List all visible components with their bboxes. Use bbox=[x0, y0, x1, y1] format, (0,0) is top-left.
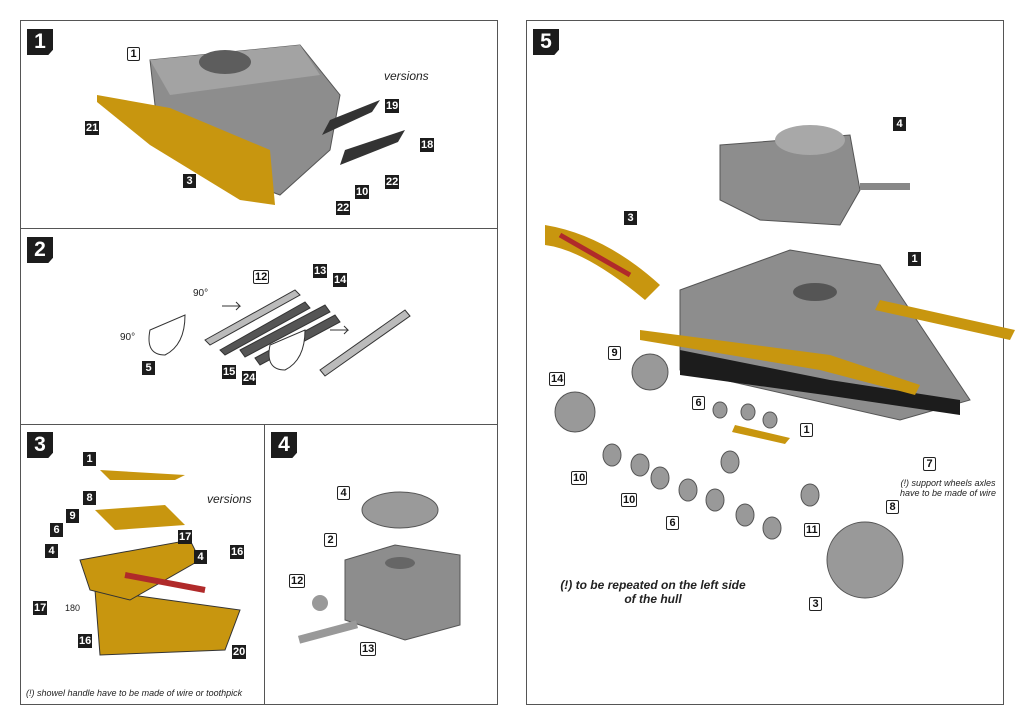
part-number-label: 8 bbox=[886, 500, 899, 514]
angle-label: 90° bbox=[120, 332, 136, 343]
part-number-label: 10 bbox=[621, 493, 638, 507]
part-number-label: 14 bbox=[549, 372, 566, 386]
part-number-label: 6 bbox=[666, 516, 679, 530]
versions-note-step1: versions bbox=[384, 69, 429, 83]
angle-label: 90° bbox=[193, 288, 209, 299]
panel-step-2 bbox=[20, 228, 498, 425]
part-number-label: 6 bbox=[50, 523, 63, 537]
part-number-label: 6 bbox=[692, 396, 705, 410]
part-number-label: 12 bbox=[289, 574, 306, 588]
repeat-note-line1: (!) to be repeated on the left side bbox=[560, 578, 746, 592]
part-number-label: 17 bbox=[33, 601, 48, 615]
part-number-label: 11 bbox=[804, 523, 820, 537]
part-number-label: 10 bbox=[571, 471, 588, 485]
part-number-label: 22 bbox=[385, 175, 400, 189]
track-guards-illustration-step2 bbox=[148, 289, 411, 377]
step-number-1: 1 bbox=[27, 29, 53, 55]
part-number-label: 14 bbox=[333, 273, 348, 287]
angle-label: 180 bbox=[65, 603, 81, 613]
part-number-label: 4 bbox=[337, 486, 350, 500]
part-number-label: 4 bbox=[893, 117, 906, 131]
part-number-label: 20 bbox=[232, 645, 247, 659]
part-number-label: 10 bbox=[355, 185, 370, 199]
part-number-label: 5 bbox=[142, 361, 155, 375]
part-number-label: 8 bbox=[83, 491, 96, 505]
part-number-label: 3 bbox=[809, 597, 822, 611]
part-number-label: 4 bbox=[45, 544, 58, 558]
part-number-label: 24 bbox=[242, 371, 257, 385]
part-number-label: 18 bbox=[420, 138, 435, 152]
part-number-label: 19 bbox=[385, 99, 400, 113]
repeat-note-line2: of the hull bbox=[624, 592, 682, 606]
part-number-label: 9 bbox=[66, 509, 79, 523]
fender-illustration-step3 bbox=[79, 470, 241, 656]
part-number-label: 16 bbox=[78, 634, 93, 648]
part-number-label: 2 bbox=[324, 533, 337, 547]
part-number-label: 13 bbox=[360, 642, 377, 656]
step-number-5: 5 bbox=[533, 29, 559, 55]
versions-note-step3: versions bbox=[207, 492, 252, 506]
step-number-3: 3 bbox=[27, 432, 53, 458]
step-number-4: 4 bbox=[271, 432, 297, 458]
step-number-2: 2 bbox=[27, 237, 53, 263]
part-number-label: 21 bbox=[85, 121, 100, 135]
showel-handle-note: (!) showel handle have to be made of wir… bbox=[26, 688, 243, 698]
part-number-label: 4 bbox=[194, 550, 207, 564]
support-wheels-note: (!) support wheels axles have to be made… bbox=[899, 478, 997, 498]
part-number-label: 1 bbox=[800, 423, 813, 437]
part-number-label: 1 bbox=[83, 452, 96, 466]
part-number-label: 13 bbox=[313, 264, 328, 278]
part-number-label: 3 bbox=[183, 174, 196, 188]
part-number-label: 22 bbox=[336, 201, 351, 215]
part-number-label: 16 bbox=[230, 545, 245, 559]
hull-illustration-step1 bbox=[97, 44, 405, 205]
part-number-label: 1 bbox=[908, 252, 921, 266]
part-number-label: 15 bbox=[222, 365, 237, 379]
part-number-label: 7 bbox=[923, 457, 936, 471]
part-number-label: 1 bbox=[127, 47, 140, 61]
part-number-label: 3 bbox=[624, 211, 637, 225]
turret-illustration-step4 bbox=[297, 491, 461, 644]
part-number-label: 9 bbox=[608, 346, 621, 360]
part-number-label: 17 bbox=[178, 530, 193, 544]
part-number-label: 12 bbox=[253, 270, 270, 284]
tank-illustration-step5 bbox=[545, 125, 1015, 599]
repeat-left-side-note: (!) to be repeated on the left side of t… bbox=[553, 578, 753, 606]
